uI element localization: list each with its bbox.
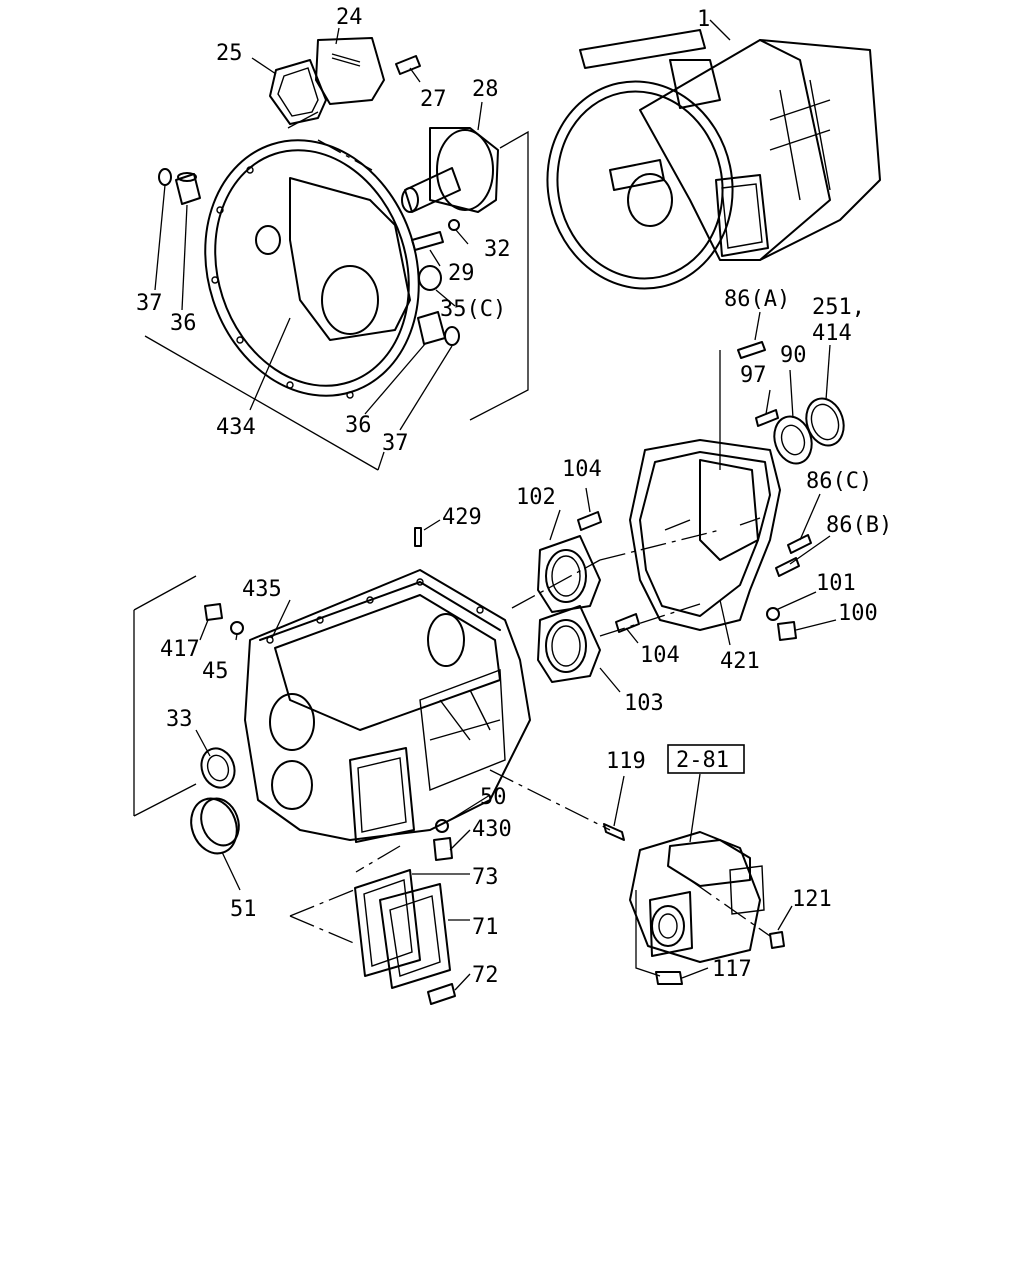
stud-97 [755,409,779,427]
cap-51 [190,797,240,855]
plug-100 [777,621,797,641]
label-251: 251, [812,295,865,320]
label-73: 73 [472,865,499,890]
gasket-25 [269,59,327,125]
plug-417 [204,603,223,621]
label-421: 421 [720,649,760,674]
seal-90 [773,415,813,465]
clutch-housing-434 [204,139,420,399]
label-119: 119 [606,749,646,774]
cover-71 [379,883,451,989]
washer-101 [766,607,780,621]
label-86b: 86(B) [826,513,892,538]
bolt-29 [411,231,444,251]
plug-35c [418,265,442,291]
pto-unit [629,831,765,963]
label-37-lower: 37 [382,431,409,456]
part-labels: 1 24 25 27 28 29 32 35(C) 37 36 434 36 3… [136,5,892,988]
bearing-retainer-28 [401,127,499,213]
label-35c: 35(C) [440,297,506,322]
leader-1 [709,19,731,41]
transmission-assembly-1 [546,29,881,290]
stud-119 [603,823,625,841]
bolt-86c [787,534,812,554]
label-32: 32 [484,237,511,262]
bolt-27 [395,55,421,75]
label-103: 103 [624,691,664,716]
label-72: 72 [472,963,499,988]
label-25: 25 [216,41,243,66]
label-121: 121 [792,887,832,912]
leader-lines-right [511,311,837,693]
bolt-104-lower [615,613,640,633]
seal-retainer-102 [537,535,601,613]
label-36-lower: 36 [345,413,372,438]
label-104-upper: 104 [562,457,602,482]
label-86a: 86(A) [724,287,790,312]
cover-plate-24 [315,37,385,105]
label-97: 97 [740,363,767,388]
leader-lines-pto [613,773,793,979]
transmission-case-435 [244,569,531,843]
label-33: 33 [166,707,193,732]
label-100: 100 [838,601,878,626]
bolt-117 [655,971,683,985]
plug-430 [433,837,453,861]
label-27: 27 [420,87,447,112]
pin-429 [414,527,422,547]
label-86c: 86(C) [806,469,872,494]
label-430: 430 [472,817,512,842]
washer-50 [435,819,449,833]
label-429: 429 [442,505,482,530]
label-1: 1 [697,7,710,32]
label-90: 90 [780,343,807,368]
leader-lines-top-left [144,27,529,471]
label-417: 417 [160,637,200,662]
label-24: 24 [336,5,363,30]
label-45: 45 [202,659,229,684]
bolt-86b [775,557,800,577]
nut-121 [769,931,785,949]
gasket-73 [354,869,421,977]
label-29: 29 [448,261,475,286]
label-101: 101 [816,571,856,596]
label-435: 435 [242,577,282,602]
bolt-104-upper [577,511,602,531]
label-104-lower: 104 [640,643,680,668]
reference-box [667,744,745,774]
bolt-72 [427,983,456,1005]
o-ring-32 [448,219,460,231]
rear-housing-421 [629,439,781,631]
label-28: 28 [472,77,499,102]
label-37-upper: 37 [136,291,163,316]
label-50: 50 [480,785,507,810]
bushing-36-upper [175,172,201,205]
washer-45 [230,621,244,635]
seal-37-lower [444,326,460,346]
label-71: 71 [472,915,499,940]
bolt-86a [737,341,766,359]
ring-251-414 [805,397,845,447]
label-414: 414 [812,321,852,346]
label-117: 117 [712,957,752,982]
label-51: 51 [230,897,257,922]
seal-37-upper [158,168,172,186]
label-36-upper: 36 [170,311,197,336]
seal-33 [200,747,236,789]
label-434: 434 [216,415,256,440]
label-102: 102 [516,485,556,510]
label-2-81: 2-81 [676,748,729,773]
seal-retainer-103 [537,605,601,683]
leader-lines-left [133,519,611,991]
